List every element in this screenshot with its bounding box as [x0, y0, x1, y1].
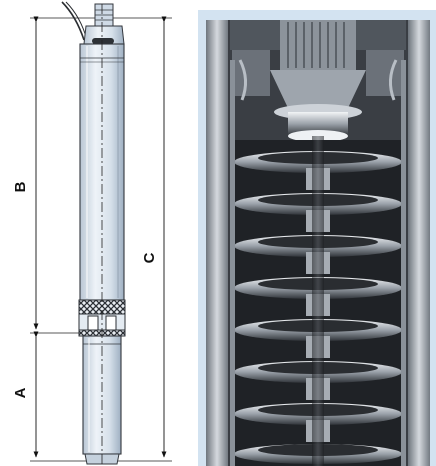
- outer-shell-right: [408, 20, 430, 466]
- tie-rod-right: [401, 60, 406, 466]
- outer-shell-left: [206, 20, 228, 466]
- pump-cutaway-photo: [198, 10, 436, 466]
- power-cable: [61, 1, 85, 41]
- discharge-head: [83, 3, 125, 45]
- pump-shaft: [312, 136, 324, 466]
- outlet-housing: [230, 20, 406, 142]
- dimension-label-a: A: [12, 387, 29, 398]
- dimension-label-c: C: [141, 252, 158, 263]
- dimension-label-b: B: [12, 181, 29, 192]
- pump-outline-drawing: B A C: [12, 1, 172, 466]
- tie-rod-left: [230, 60, 235, 466]
